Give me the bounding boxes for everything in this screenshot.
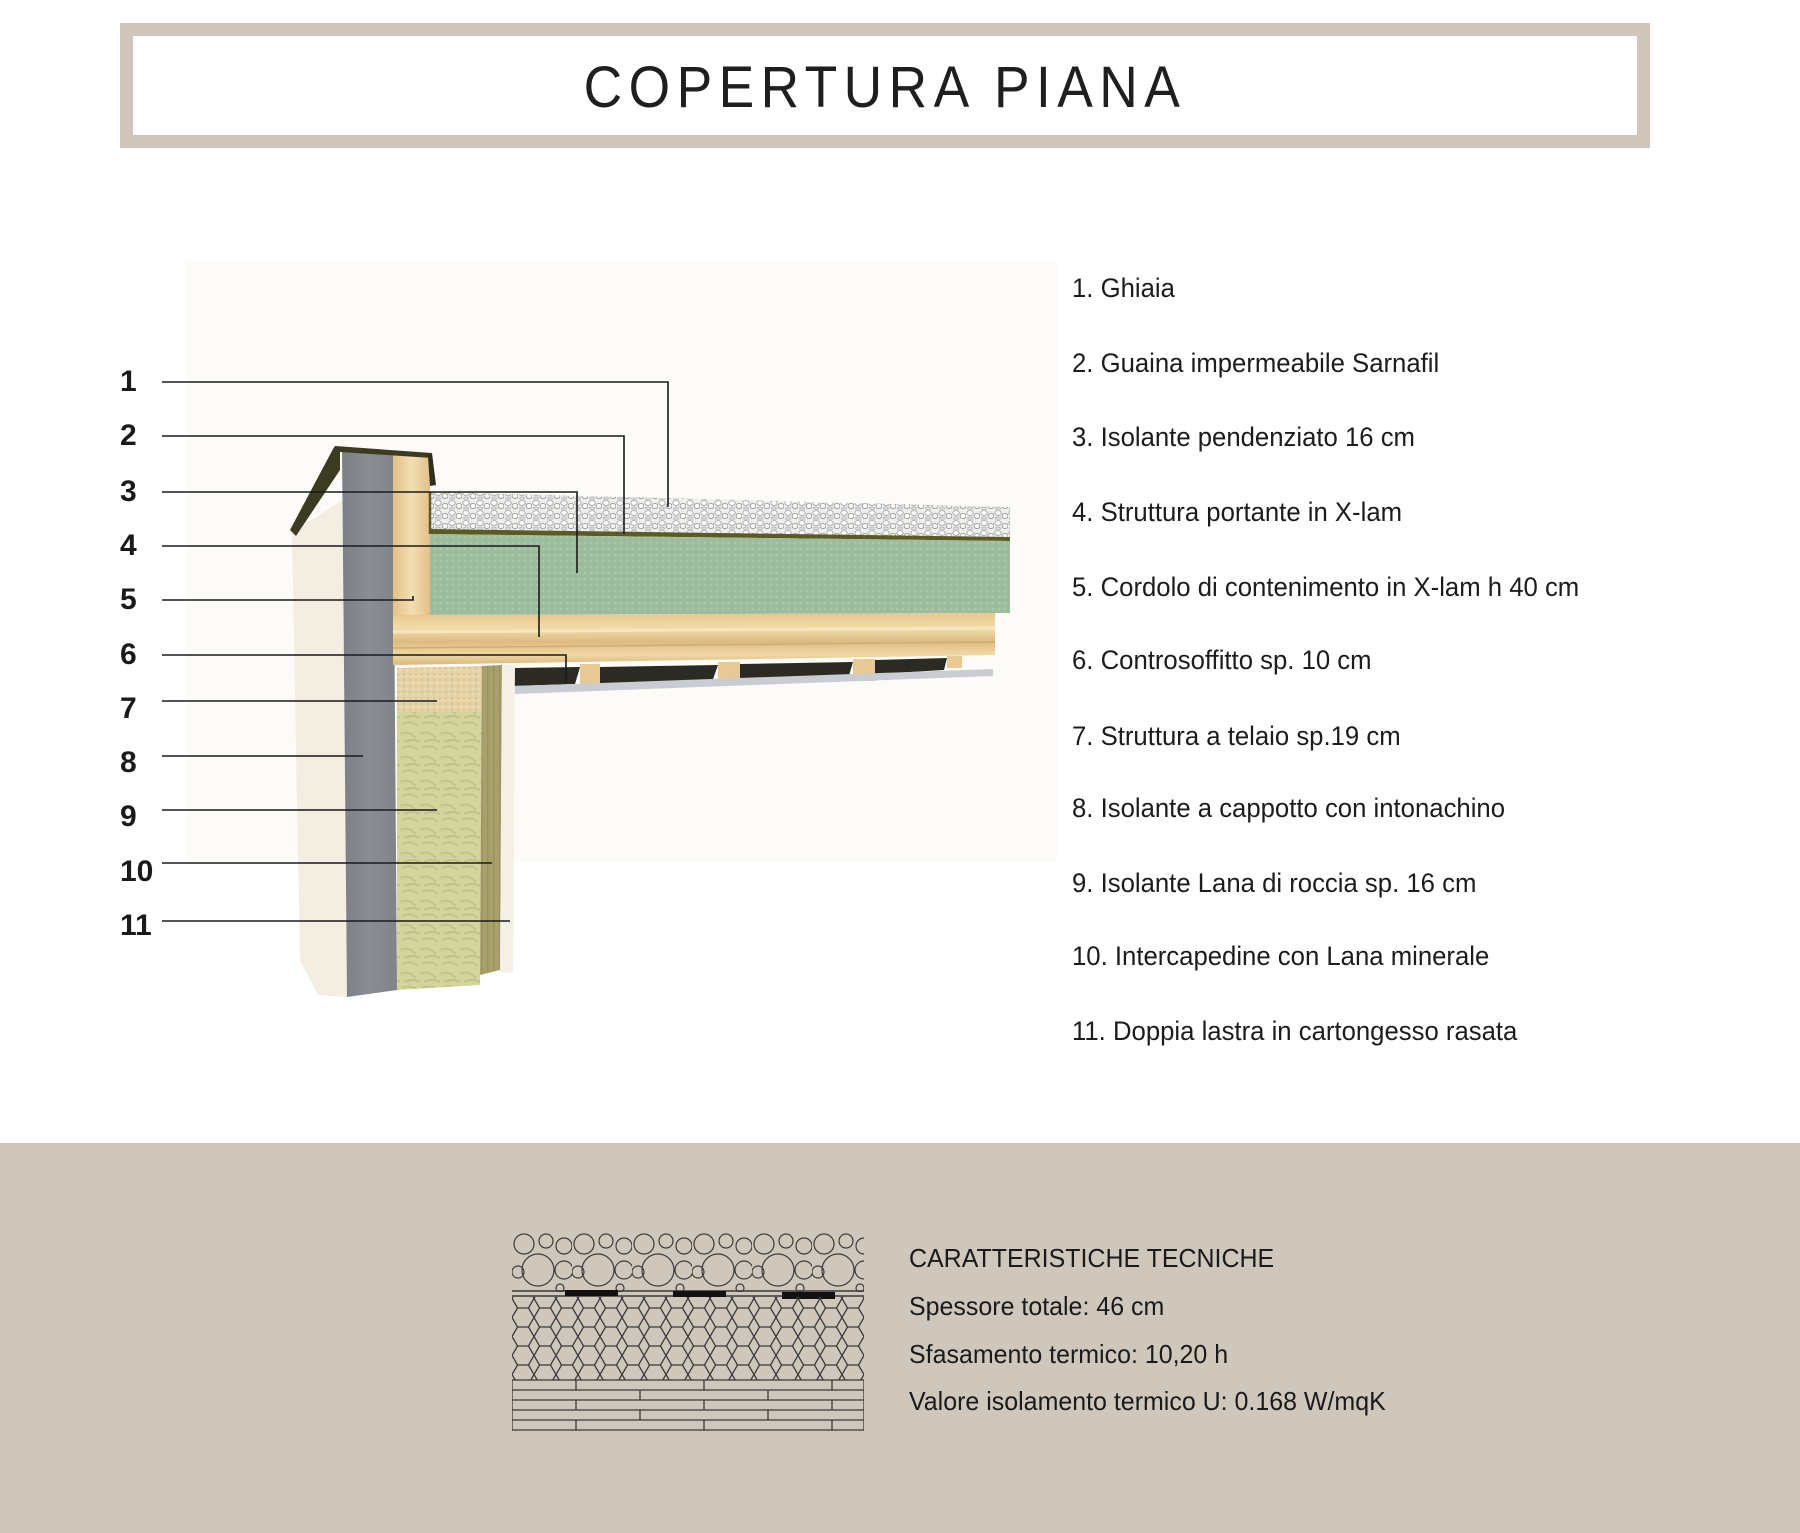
callout-number-8: 8 [120, 746, 137, 779]
leader-line-4 [162, 545, 540, 637]
callout-number-11: 11 [120, 909, 152, 942]
leader-lines [162, 381, 669, 922]
callout-number-4: 4 [120, 529, 137, 562]
rock-wool-layer [397, 712, 482, 990]
frame-wall-top [397, 666, 482, 712]
legend-item-7: 7. Struttura a telaio sp.19 cm [1072, 721, 1401, 751]
leader-line-3 [162, 491, 578, 573]
gravel-layer [430, 492, 1010, 539]
callout-number-5: 5 [120, 583, 137, 616]
legend-item-6: 6. Controsoffitto sp. 10 cm [1072, 645, 1372, 675]
gypsum-board-layer [500, 665, 515, 973]
callout-number-7: 7 [120, 692, 137, 725]
legend-item-9: 9. Isolante Lana di roccia sp. 16 cm [1072, 868, 1477, 898]
legend-item-11: 11. Doppia lastra in cartongesso rasata [1072, 1016, 1518, 1046]
callout-number-10: 10 [120, 855, 154, 888]
legend-item-3: 3. Isolante pendenziato 16 cm [1072, 422, 1415, 452]
false-ceiling-board [515, 669, 993, 694]
layer-hatch-icon [512, 1232, 864, 1431]
legend-item-10: 10. Intercapedine con Lana minerale [1072, 941, 1490, 971]
callout-number-1: 1 [120, 365, 137, 398]
parapet-flashing-drip [428, 453, 436, 486]
parapet-flashing [290, 446, 432, 536]
legend-item-8: 8. Isolante a cappotto con intonachino [1072, 793, 1506, 823]
leader-line-6 [162, 654, 567, 683]
tech-spec-thickness: Spessore totale: 46 cm [909, 1291, 1165, 1321]
leader-line-2 [162, 435, 625, 534]
callout-number-9: 9 [120, 800, 137, 833]
sloped-insulation-layer [430, 534, 1010, 615]
mineral-wool-layer [480, 665, 502, 975]
roof-section-drawing [162, 381, 1010, 997]
legend-item-5: 5. Cordolo di contenimento in X-lam h 40… [1072, 572, 1580, 602]
legend-item-2: 2. Guaina impermeabile Sarnafil [1072, 348, 1440, 378]
external-insulation-layer [342, 450, 397, 997]
tech-specs-heading: CARATTERISTICHE TECNICHE [909, 1243, 1275, 1273]
title-frame: COPERTURA PIANA [120, 23, 1650, 148]
leader-line-5 [162, 596, 414, 601]
wall-plaster-face [292, 500, 347, 997]
xlam-slab-layer [393, 613, 995, 665]
callout-number-2: 2 [120, 419, 137, 452]
callout-number-6: 6 [120, 638, 137, 671]
legend-item-4: 4. Struttura portante in X-lam [1072, 497, 1403, 527]
tech-spec-u-value: Valore isolamento termico U: 0.168 W/mqK [909, 1386, 1386, 1416]
cordolo-xlam-layer [393, 452, 430, 615]
leader-line-1 [162, 381, 669, 507]
legend-item-1: 1. Ghiaia [1072, 273, 1175, 303]
membrane-layer [430, 529, 1010, 541]
callout-number-3: 3 [120, 475, 137, 508]
page-title: COPERTURA PIANA [583, 55, 1187, 120]
tech-specs-panel [0, 1143, 1800, 1533]
tech-spec-thermal-lag: Sfasamento termico: 10,20 h [909, 1339, 1229, 1369]
